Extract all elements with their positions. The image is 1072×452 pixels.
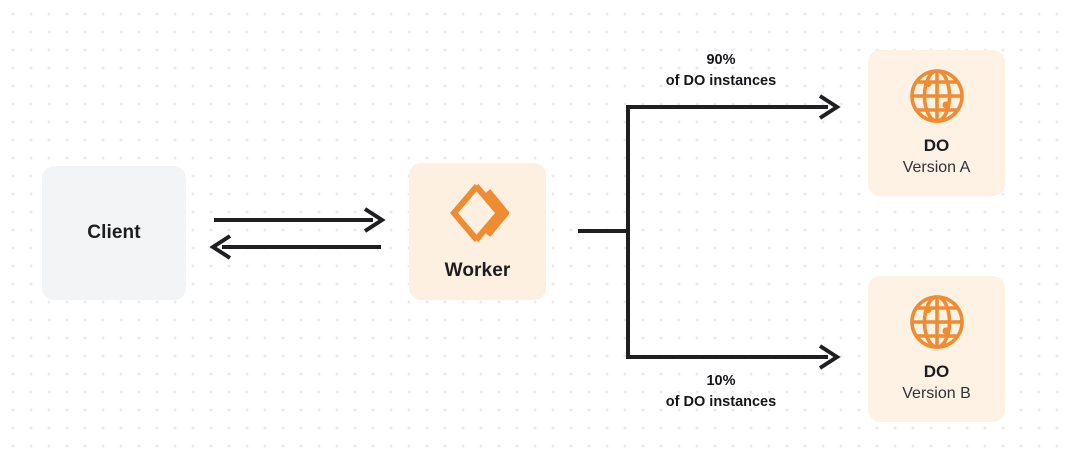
node-do-version-a-sublabel: Version A	[902, 158, 971, 176]
node-do-version-b[interactable]: DO Version B	[868, 276, 1005, 422]
node-client-label: Client	[87, 222, 141, 244]
edge-worker-to-client	[209, 234, 381, 260]
globe-icon	[908, 293, 966, 351]
node-worker[interactable]: Worker	[409, 163, 546, 300]
edge-label-90-percent-detail: of DO instances	[665, 72, 777, 89]
node-do-version-b-label: DO	[923, 362, 950, 382]
edge-split-trunk	[578, 105, 630, 359]
edge-label-10-percent: 10% of DO instances	[628, 371, 814, 412]
edge-worker-to-do-a	[626, 94, 841, 120]
edge-label-10-percent-detail: of DO instances	[665, 393, 777, 410]
globe-icon	[908, 67, 966, 125]
node-worker-label: Worker	[444, 259, 511, 281]
node-do-version-a-label: DO	[923, 136, 950, 156]
edge-worker-to-do-b	[626, 344, 841, 370]
edge-label-90-percent-value: 90%	[706, 52, 736, 68]
node-do-version-b-sublabel: Version B	[902, 384, 971, 402]
node-do-version-a[interactable]: DO Version A	[868, 50, 1005, 196]
edge-label-90-percent: 90% of DO instances	[628, 50, 814, 91]
edge-client-to-worker	[214, 207, 386, 233]
cloudflare-workers-icon	[447, 182, 510, 244]
edge-label-10-percent-value: 10%	[706, 373, 736, 389]
node-client[interactable]: Client	[42, 166, 186, 300]
